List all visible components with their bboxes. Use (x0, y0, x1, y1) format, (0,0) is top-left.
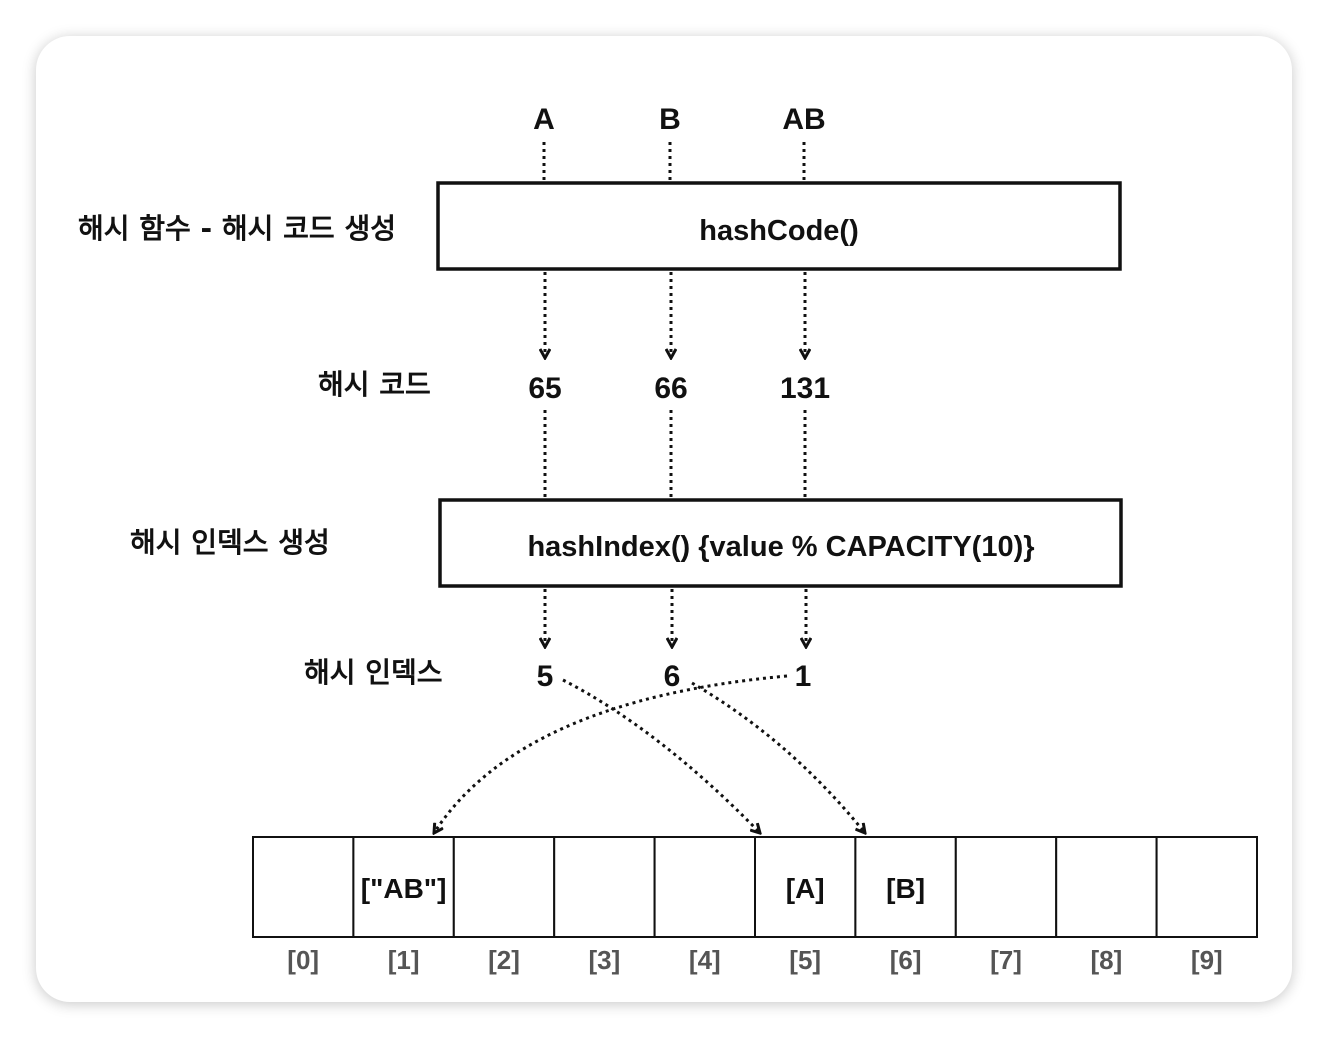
hash-array: [0] ["AB"] [1] [2] [3] [4] [A] [5] [B] [6] [7] [8] [… (252, 836, 1258, 975)
array-slot (854, 836, 957, 938)
array-slot-value: [B] (886, 873, 925, 904)
array-slot-value: [A] (786, 873, 825, 904)
array-slot-index: [1] (388, 945, 420, 975)
array-slot (653, 836, 756, 938)
array-slot (252, 836, 355, 938)
hash-code-a: 65 (528, 372, 561, 405)
array-slot-index: [0] (287, 945, 319, 975)
array-slot-index: [5] (789, 945, 821, 975)
hash-code-b: 66 (654, 372, 687, 405)
hash-function-box (436, 181, 1122, 271)
array-slot (1055, 836, 1158, 938)
hash-function-label: 해시 함수 - 해시 코드 생성 (78, 212, 396, 245)
array-slot (954, 836, 1058, 938)
hash-index-label: 해시 인덱스 (304, 656, 443, 689)
arrow-index1-to-slot1 (434, 674, 788, 833)
hash-index-ab: 1 (795, 660, 812, 693)
arrow-index5-to-slot5 (562, 678, 760, 833)
array-slot (754, 836, 857, 938)
array-slot (352, 836, 455, 938)
input-a: A (533, 103, 555, 136)
hash-function-box-text: hashCode() (699, 215, 859, 247)
input-b: B (659, 103, 681, 136)
input-ab: AB (782, 103, 825, 136)
array-slot-index: [8] (1091, 945, 1123, 975)
array-slot-index: [6] (890, 945, 922, 975)
array-slot (1155, 836, 1258, 938)
hash-index-gen-label: 해시 인덱스 생성 (130, 526, 330, 559)
array-slot (553, 836, 656, 938)
hash-code-label: 해시 코드 (318, 368, 431, 401)
array-slot-index: [7] (990, 945, 1022, 975)
hash-index-b: 6 (664, 660, 681, 693)
array-slot (452, 836, 556, 938)
hash-index-box-text: hashIndex() {value % CAPACITY(10)} (527, 531, 1034, 563)
array-slot-value: ["AB"] (361, 873, 447, 904)
hash-index-a: 5 (537, 660, 554, 693)
hash-index-box (438, 498, 1123, 588)
arrow-index6-to-slot6 (691, 681, 865, 833)
array-slot-index: [3] (589, 945, 621, 975)
array-slot-index: [9] (1191, 945, 1223, 975)
array-slot-index: [4] (689, 945, 721, 975)
hash-code-ab: 131 (780, 372, 830, 405)
array-slot-index: [2] (488, 945, 520, 975)
